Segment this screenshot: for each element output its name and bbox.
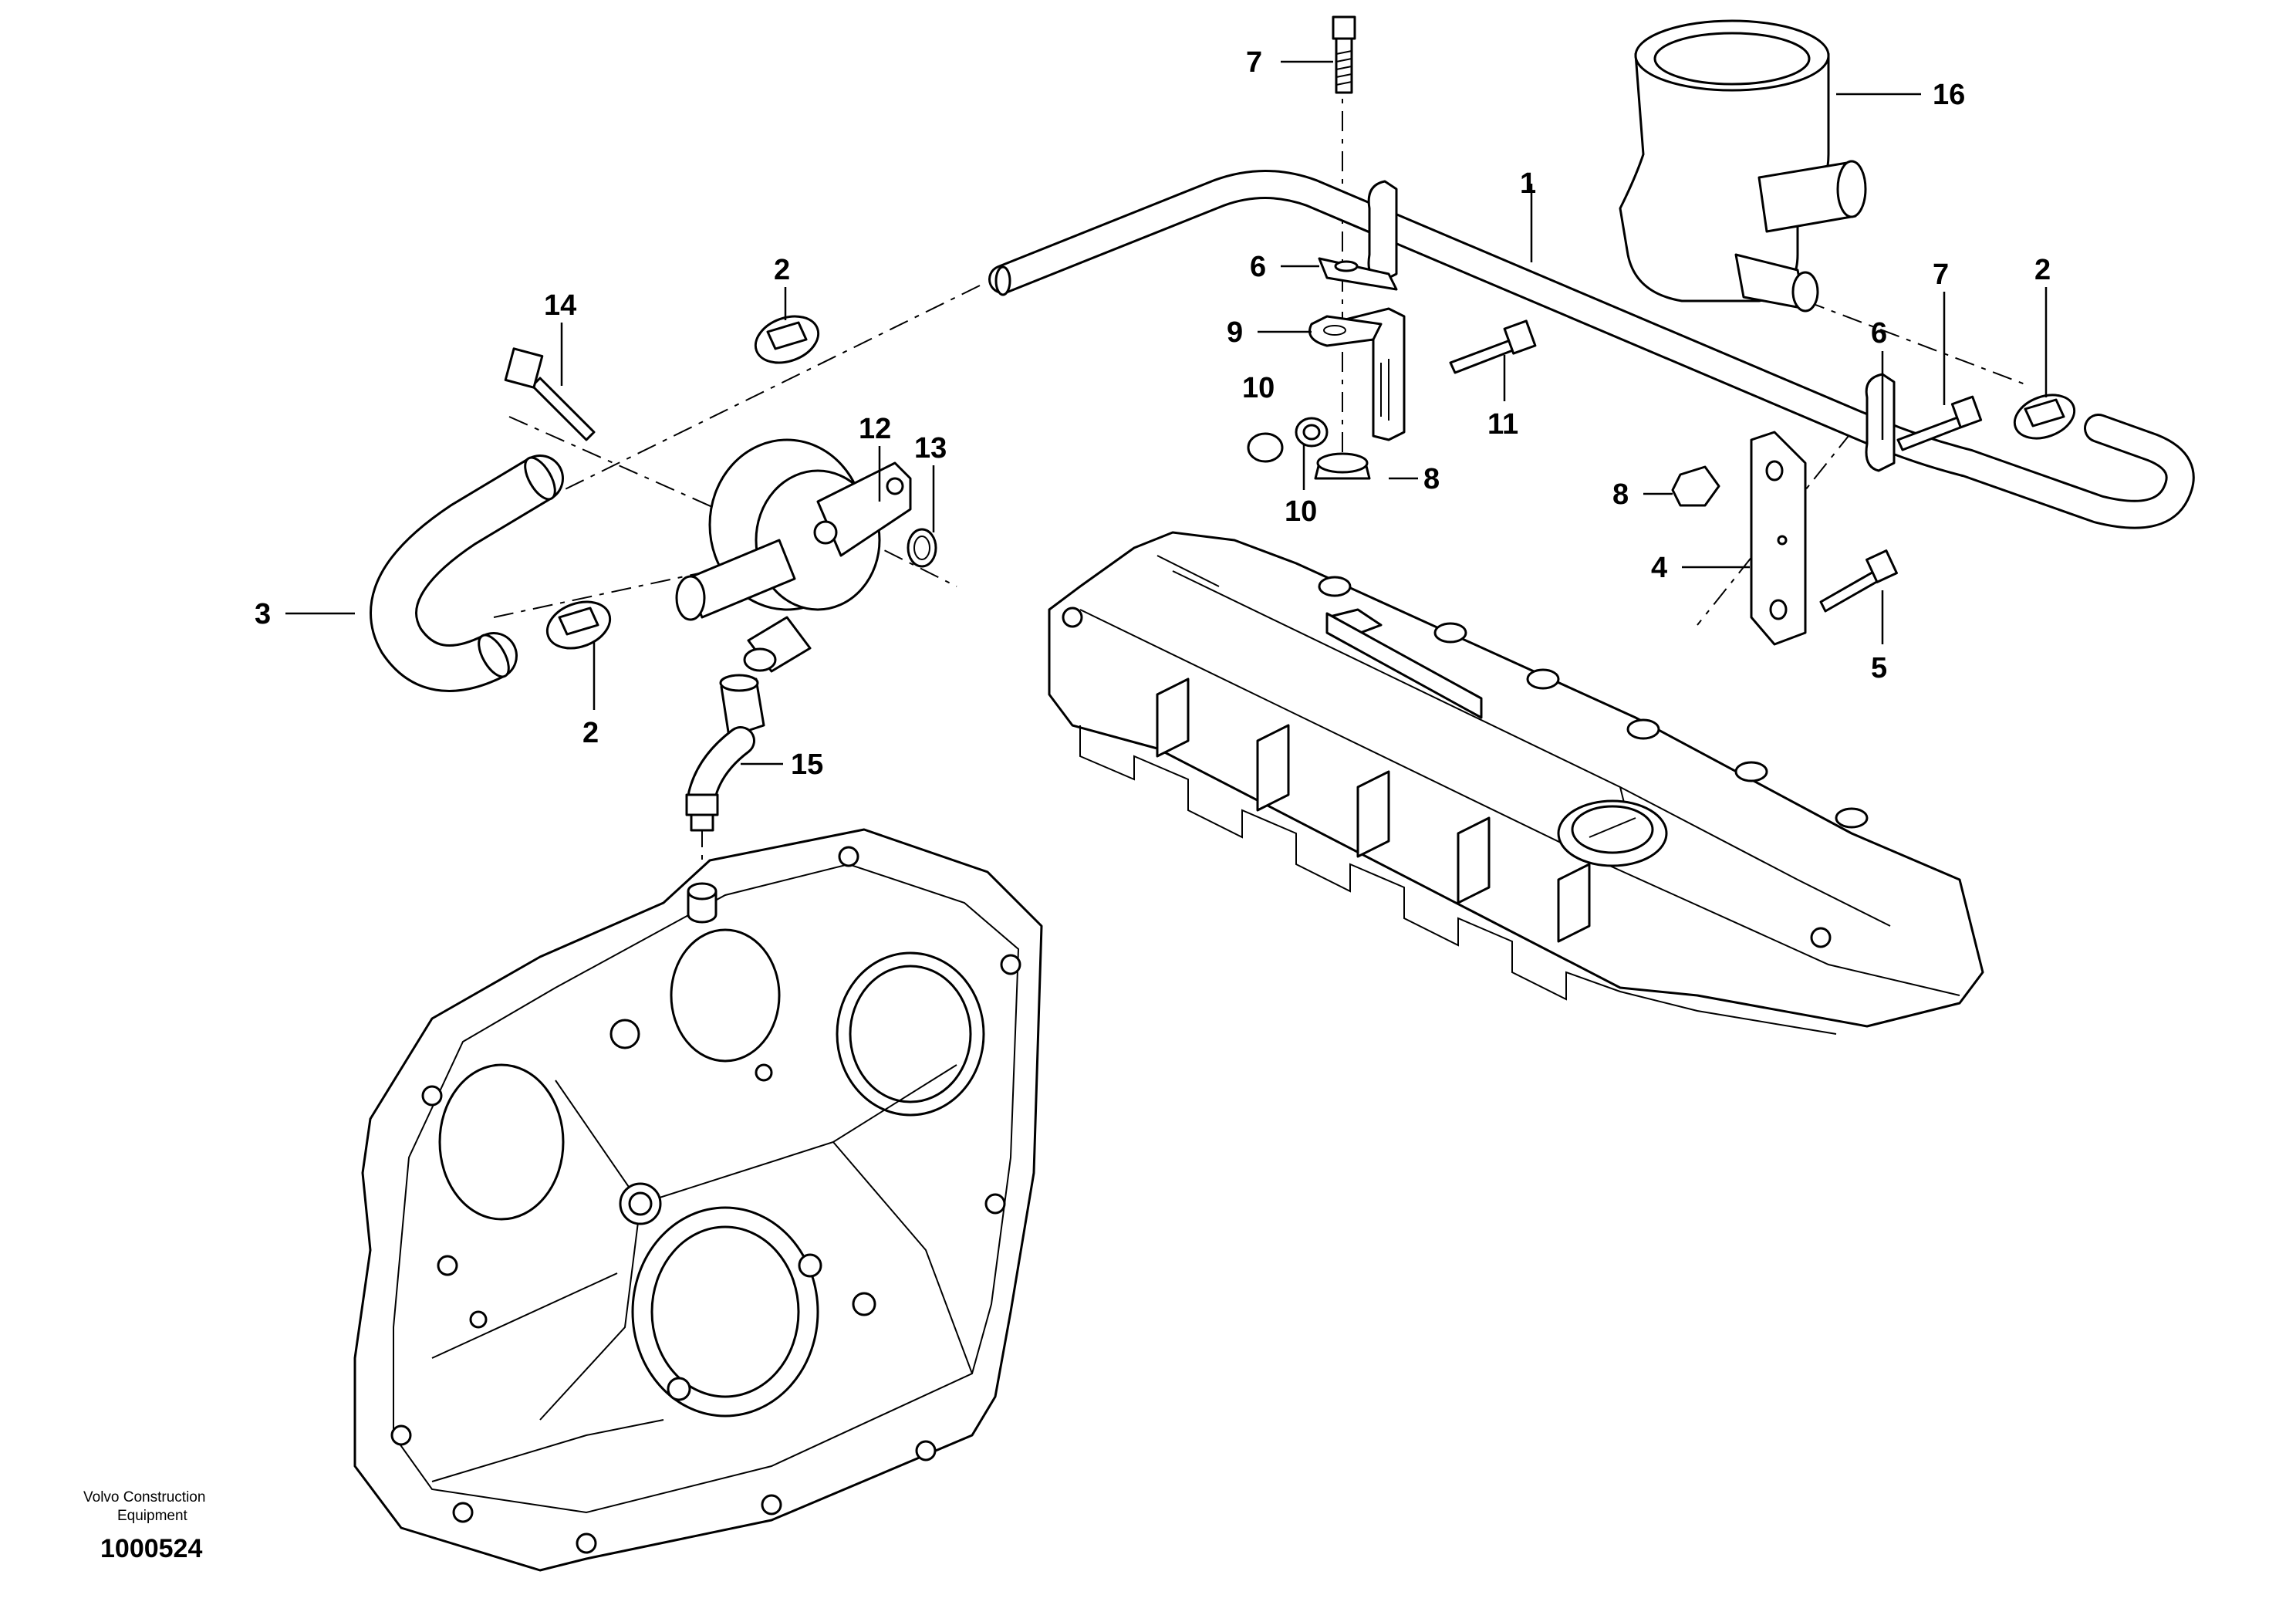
- brand-line-2: Equipment: [117, 1508, 188, 1524]
- callout-9: 9: [1227, 316, 1243, 349]
- callout-8-left: 8: [1423, 463, 1440, 495]
- breather-valve: [675, 438, 912, 673]
- callout-2-right: 2: [2034, 254, 2051, 286]
- hose-clamps: [545, 315, 2076, 650]
- callout-8-right: 8: [1612, 478, 1629, 511]
- callout-2-bottom: 2: [582, 717, 599, 749]
- callout-6-right: 6: [1871, 317, 1887, 350]
- callout-4: 4: [1651, 552, 1667, 584]
- breather-tube: [988, 170, 2195, 529]
- callout-14: 14: [544, 289, 576, 322]
- callout-10-bottom: 10: [1285, 495, 1317, 528]
- document-number: 1000524: [100, 1534, 202, 1563]
- nuts-washers: [1247, 417, 1720, 507]
- pipe-nipple: [685, 674, 765, 832]
- callout-12: 12: [859, 413, 891, 445]
- callout-16: 16: [1933, 79, 1965, 111]
- tube-clamps: [1318, 180, 1896, 472]
- callout-6-left: 6: [1250, 251, 1266, 283]
- flat-bracket: [1750, 431, 1807, 646]
- callout-5: 5: [1871, 652, 1887, 684]
- u-hose: [370, 454, 564, 692]
- callout-11: 11: [1487, 408, 1518, 441]
- callout-1: 1: [1520, 167, 1536, 200]
- brand-line-1: Volvo Construction: [83, 1489, 205, 1505]
- callout-2-top: 2: [774, 254, 790, 286]
- callout-7-top: 7: [1246, 46, 1262, 79]
- o-ring: [907, 528, 937, 568]
- footer: Volvo Construction Equipment 1000524: [83, 1489, 205, 1563]
- callout-13: 13: [914, 432, 947, 465]
- leader-lines: [285, 60, 2048, 765]
- callout-labels: 1 2 2 2 3 4 5 6 6 7 7 8 8 9 10 10 11 12 …: [255, 46, 2051, 781]
- callout-15: 15: [791, 748, 823, 781]
- timing-cover: [353, 828, 1043, 1572]
- callout-3: 3: [255, 598, 271, 630]
- callout-7-right: 7: [1933, 259, 1949, 291]
- callout-10-top: 10: [1242, 372, 1275, 404]
- bracket: [1308, 307, 1406, 441]
- elbow-fitting: [1619, 19, 1867, 313]
- bolts: [504, 15, 1983, 613]
- valve-cover: [1048, 531, 1984, 1035]
